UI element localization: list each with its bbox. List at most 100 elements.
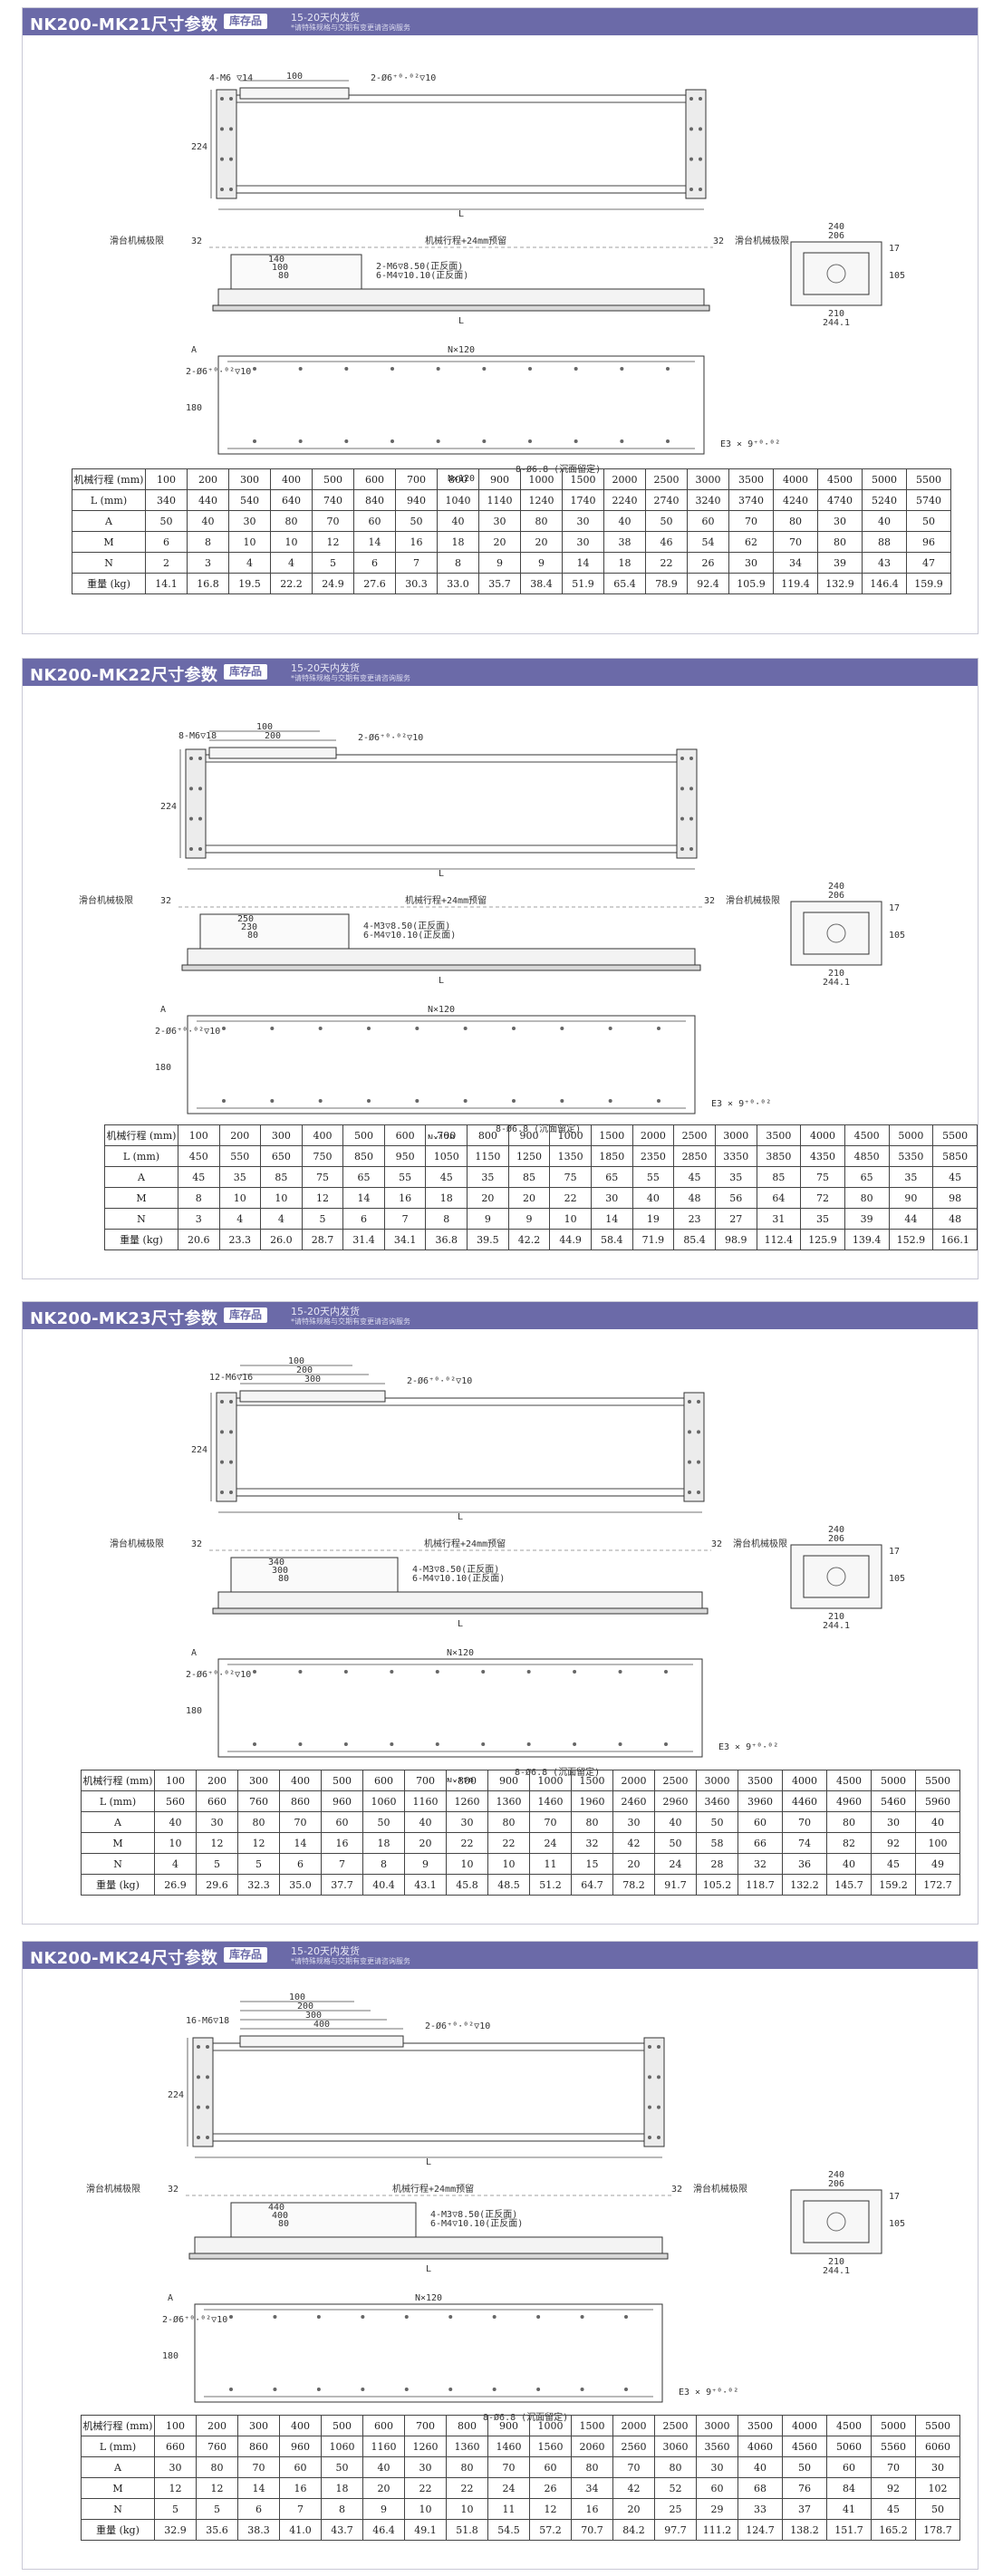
table-cell: 58.4 [590, 1229, 633, 1250]
limit-label: 滑台机械极限 [726, 894, 780, 906]
table-cell: 24 [654, 1853, 697, 1875]
end-cap-right [685, 89, 707, 199]
row-label: N [72, 552, 146, 574]
hole-callout: E3 × 9⁺⁰·⁰² [711, 1099, 771, 1109]
mount-hole [664, 1742, 668, 1746]
table-cell: 80 [487, 1811, 530, 1833]
mount-hole [361, 2315, 365, 2319]
bolt-hole [697, 1430, 700, 1434]
a-label: A [160, 1005, 166, 1015]
table-cell: 3850 [756, 1145, 802, 1167]
mount-hole [463, 1027, 468, 1030]
table-cell: 29 [696, 2498, 738, 2520]
table-cell: 5500 [932, 1124, 978, 1146]
mount-hole [318, 1027, 323, 1030]
table-cell: 1000 [520, 468, 563, 490]
limit-label: 滑台机械极限 [86, 2183, 140, 2195]
table-cell: 6060 [915, 2436, 960, 2457]
table-cell: 2960 [654, 1790, 697, 1812]
table-cell: 65 [342, 1166, 385, 1188]
table-cell: 14 [562, 552, 604, 574]
height-label: 224 [168, 2090, 184, 2100]
mount-hole [574, 367, 578, 371]
bolt-hole [689, 786, 693, 791]
pitch-label: N×120 [428, 1005, 455, 1015]
table-cell: 44 [888, 1208, 934, 1230]
dim-label: 32 [671, 2185, 682, 2195]
table-cell: 56 [714, 1187, 757, 1209]
dim-label: 105 [889, 271, 905, 281]
table-cell: 16.8 [187, 573, 229, 594]
bolt-hole [689, 127, 693, 131]
table-cell: 1500 [571, 1770, 613, 1791]
table-cell: 200 [196, 2415, 238, 2436]
dim-label: 105 [889, 931, 905, 941]
bolt-hole [229, 1460, 233, 1464]
table-cell: 1500 [571, 2415, 613, 2436]
table-cell: 85 [756, 1166, 802, 1188]
table-cell: 16 [395, 531, 438, 553]
mount-hole [390, 367, 394, 371]
mount-hole [436, 439, 440, 443]
table-cell: 4000 [782, 2415, 827, 2436]
table-cell: 70 [773, 531, 818, 553]
dim-label: 32 [160, 896, 171, 906]
table-cell: 40 [154, 1811, 197, 1833]
table-cell: 300 [237, 1770, 280, 1791]
mount-hole [536, 2388, 541, 2391]
pitch-label: N×120 [447, 1648, 474, 1658]
pin-callout: 2-Ø6⁺⁰·⁰²▽10 [186, 1669, 251, 1680]
bolt-hole [689, 188, 693, 191]
dim-label: 240 [828, 1525, 844, 1535]
table-cell: 119.4 [773, 573, 818, 594]
table-cell: 51.9 [562, 573, 604, 594]
table-cell: 500 [321, 1770, 363, 1791]
table-cell: 900 [487, 2415, 530, 2436]
table-cell: 60 [696, 2477, 738, 2499]
row-label: 机械行程 (mm) [81, 1770, 155, 1791]
table-cell: 70 [782, 1811, 827, 1833]
table-cell: 34.1 [383, 1229, 427, 1250]
dim-label: 100 [288, 1356, 304, 1366]
table-cell: 97.7 [654, 2519, 697, 2541]
table-cell: 132.2 [782, 1874, 827, 1896]
table-cell: 740 [312, 489, 354, 511]
bolt-hole [689, 757, 693, 760]
pin-callout: 2-Ø6⁺⁰·⁰²▽10 [155, 1026, 220, 1037]
dim-label: 140 [268, 255, 284, 265]
table-cell: 29.6 [196, 1874, 238, 1896]
table-cell: 43.1 [404, 1874, 447, 1896]
stock-badge: 库存品 [224, 1307, 268, 1323]
table-cell: 47 [906, 552, 951, 574]
pin-callout: 2-Ø6⁺⁰·⁰²▽10 [425, 2021, 490, 2031]
table-cell: 7 [321, 1853, 363, 1875]
row-label: A [104, 1166, 178, 1188]
end-profile [790, 901, 882, 966]
bolt-hole [689, 816, 693, 821]
dim-label: 244.1 [823, 2266, 850, 2276]
table-cell: 20 [478, 531, 521, 553]
table-cell: 20 [520, 531, 563, 553]
table-cell: 8 [362, 1853, 405, 1875]
table-cell: 2060 [571, 2436, 613, 2457]
table-cell: 10 [260, 1187, 303, 1209]
table-cell: 65 [590, 1166, 633, 1188]
table-cell: 16 [571, 2498, 613, 2520]
table-cell: 500 [312, 468, 354, 490]
table-cell: 1850 [590, 1145, 633, 1167]
table-cell: 32 [571, 1832, 613, 1854]
mount-hole [390, 1670, 394, 1674]
table-cell: 2240 [603, 489, 646, 511]
table-cell: 80 [571, 1811, 613, 1833]
row-label: M [81, 2477, 155, 2499]
bolt-hole [198, 847, 202, 851]
bolt-hole [699, 188, 702, 191]
table-cell: 36 [782, 1853, 827, 1875]
table-cell: 5240 [862, 489, 907, 511]
